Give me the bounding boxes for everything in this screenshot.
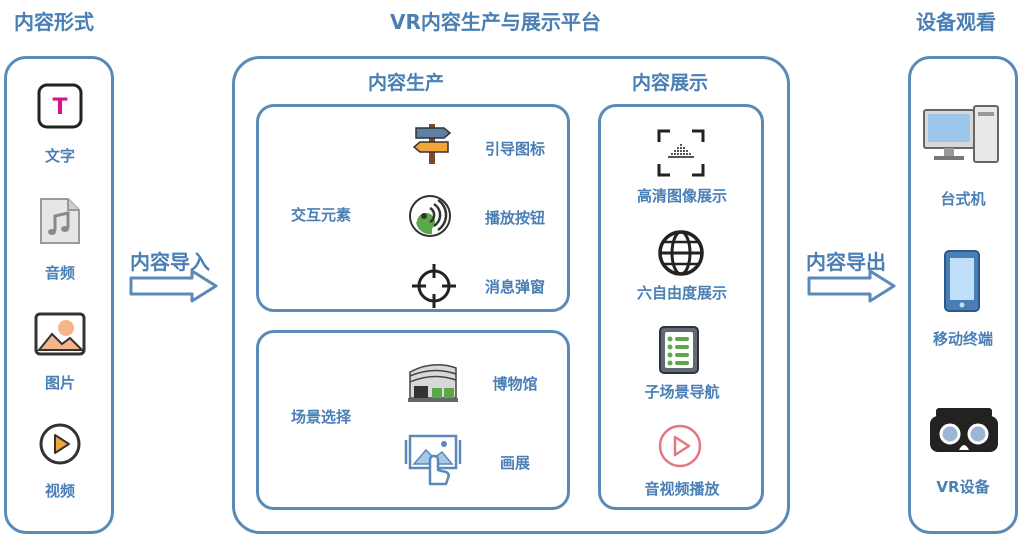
- scene-selection-group: [256, 330, 570, 510]
- content-display-group: [598, 104, 764, 510]
- scene-item-gallery: 画展: [499, 454, 530, 472]
- museum-icon: [408, 364, 458, 402]
- form-image-label: 图片: [44, 374, 75, 392]
- left-title: 内容形式: [14, 10, 94, 34]
- display-item-6dof: 六自由度展示: [636, 284, 727, 302]
- import-label: 内容导入: [130, 250, 210, 274]
- vr-headset-icon: [930, 408, 998, 452]
- gallery-touch-icon: [404, 434, 462, 486]
- form-text-label: 文字: [44, 147, 75, 165]
- navigation-list-icon: [659, 326, 699, 374]
- display-item-hd-image: 高清图像展示: [636, 187, 727, 205]
- text-icon: T: [37, 83, 83, 129]
- desktop-computer-icon: [923, 105, 999, 163]
- form-audio-label: 音频: [44, 264, 75, 282]
- device-mobile-label: 移动终端: [932, 330, 993, 348]
- crosshair-icon: [412, 264, 456, 308]
- interaction-item-play-button: 播放按钮: [484, 209, 545, 227]
- interaction-elements-group: [256, 104, 570, 312]
- hd-image-scan-icon: [657, 129, 705, 177]
- display-item-av-playback: 音视频播放: [644, 480, 720, 498]
- export-arrow-icon: [807, 269, 896, 303]
- center-title: VR内容生产与展示平台: [390, 10, 601, 34]
- media-play-icon: [658, 424, 702, 468]
- right-title: 设备观看: [916, 10, 996, 34]
- interaction-item-guide-icon: 引导图标: [484, 140, 545, 158]
- display-item-sub-scene-nav: 子场景导航: [644, 383, 720, 401]
- form-video-label: 视频: [44, 482, 75, 500]
- mobile-phone-icon: [944, 250, 980, 312]
- signpost-icon: [412, 124, 452, 164]
- play-button-icon: [409, 195, 451, 237]
- display-title: 内容展示: [632, 72, 709, 94]
- device-desktop-label: 台式机: [940, 190, 986, 208]
- globe-icon: [658, 230, 704, 276]
- svg-text:T: T: [52, 95, 67, 120]
- interaction-elements-label: 交互元素: [290, 206, 351, 224]
- image-icon: [34, 312, 86, 356]
- video-play-icon: [39, 423, 81, 465]
- interaction-item-message-popup: 消息弹窗: [484, 278, 545, 296]
- scene-selection-label: 场景选择: [290, 408, 351, 426]
- export-label: 内容导出: [806, 250, 886, 274]
- production-title: 内容生产: [368, 72, 445, 94]
- audio-file-icon: [40, 198, 80, 244]
- import-arrow-icon: [129, 269, 218, 303]
- device-vr-label: VR设备: [936, 478, 990, 496]
- scene-item-museum: 博物馆: [492, 375, 538, 393]
